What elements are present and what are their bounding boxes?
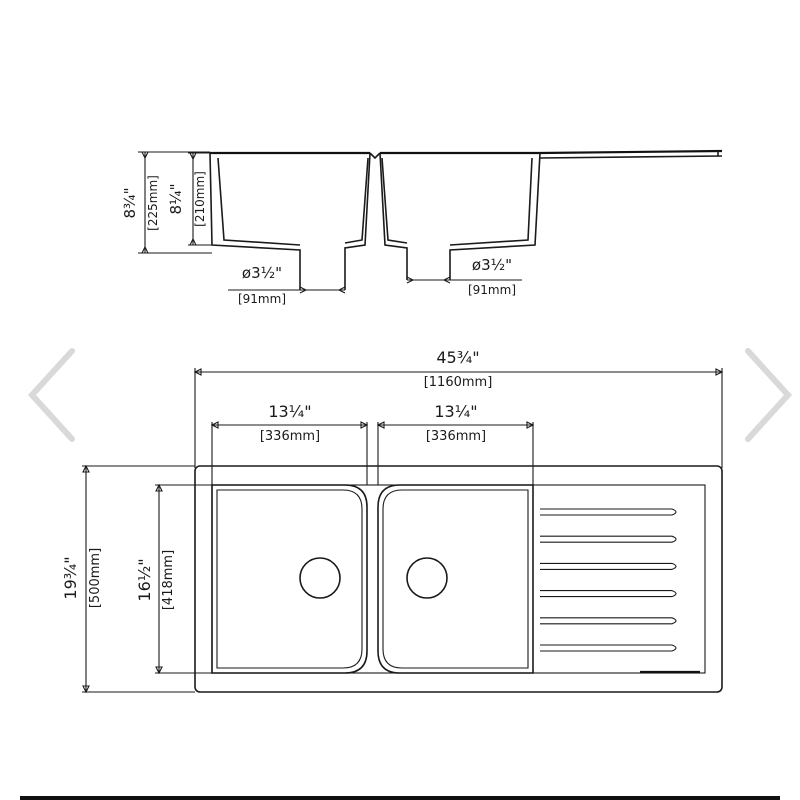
overall-length-mm: [1160mm] — [424, 375, 493, 390]
right-drain-hole — [406, 557, 448, 599]
side-rim-right — [380, 149, 723, 155]
left-bowl-wall-inner — [217, 157, 301, 246]
bowl-length-mm: [418mm] — [161, 550, 176, 610]
top-view: 45¾" [1160mm] 13¼" [336mm] 13¼" [336mm] … — [61, 348, 724, 694]
outer-depth-frac: 8¾" — [121, 188, 139, 219]
next-image-button[interactable] — [740, 345, 800, 445]
right-bowl — [377, 484, 534, 674]
bowl-length-frac: 16½" — [135, 558, 154, 601]
side-view: 8¾" [225mm] 8¼" [210mm] ø3½" [91mm] ø3½"… — [121, 149, 723, 306]
right-bowl-wall-inner — [449, 157, 533, 246]
right-bowl-left-wall — [379, 152, 408, 280]
drainboard-grooves — [540, 508, 677, 652]
left-bowl-right-wall — [344, 152, 371, 290]
left-bowl-wall-outer — [209, 152, 301, 290]
drainboard-groove — [540, 644, 677, 652]
bottom-divider — [20, 796, 780, 800]
left-bowl — [211, 484, 368, 674]
right-drain-dia: ø3½" — [472, 256, 512, 274]
inner-depth-frac: 8¼" — [167, 184, 185, 215]
left-drain-dia: ø3½" — [242, 264, 282, 282]
right-bowl-wall-outer — [449, 152, 541, 280]
outer-depth-mm: [225mm] — [146, 175, 160, 231]
sink-outer-frame — [194, 465, 723, 693]
drainboard-groove — [540, 562, 677, 570]
right-drain-mm: [91mm] — [468, 283, 516, 297]
drainboard-groove — [540, 617, 677, 625]
inner-depth-mm: [210mm] — [193, 171, 207, 227]
overall-width-mm: [500mm] — [88, 548, 103, 608]
previous-image-button[interactable] — [20, 345, 80, 445]
right-bowl-width-frac: 13¼" — [434, 402, 477, 421]
left-drain-mm: [91mm] — [238, 292, 286, 306]
drainboard-groove — [540, 535, 677, 543]
drainboard-groove — [540, 590, 677, 598]
chevron-left-icon — [27, 348, 75, 442]
chevron-right-icon — [745, 348, 793, 442]
overall-width-frac: 19¾" — [61, 556, 80, 599]
right-bowl-width-mm: [336mm] — [426, 429, 486, 444]
left-drain-hole — [299, 557, 341, 599]
left-bowl-width-frac: 13¼" — [268, 402, 311, 421]
left-bowl-width-mm: [336mm] — [260, 429, 320, 444]
drainboard-groove — [540, 508, 677, 516]
center-divider — [369, 152, 381, 160]
side-drainboard-lower-edge — [539, 155, 723, 159]
overall-length-frac: 45¾" — [436, 348, 479, 367]
